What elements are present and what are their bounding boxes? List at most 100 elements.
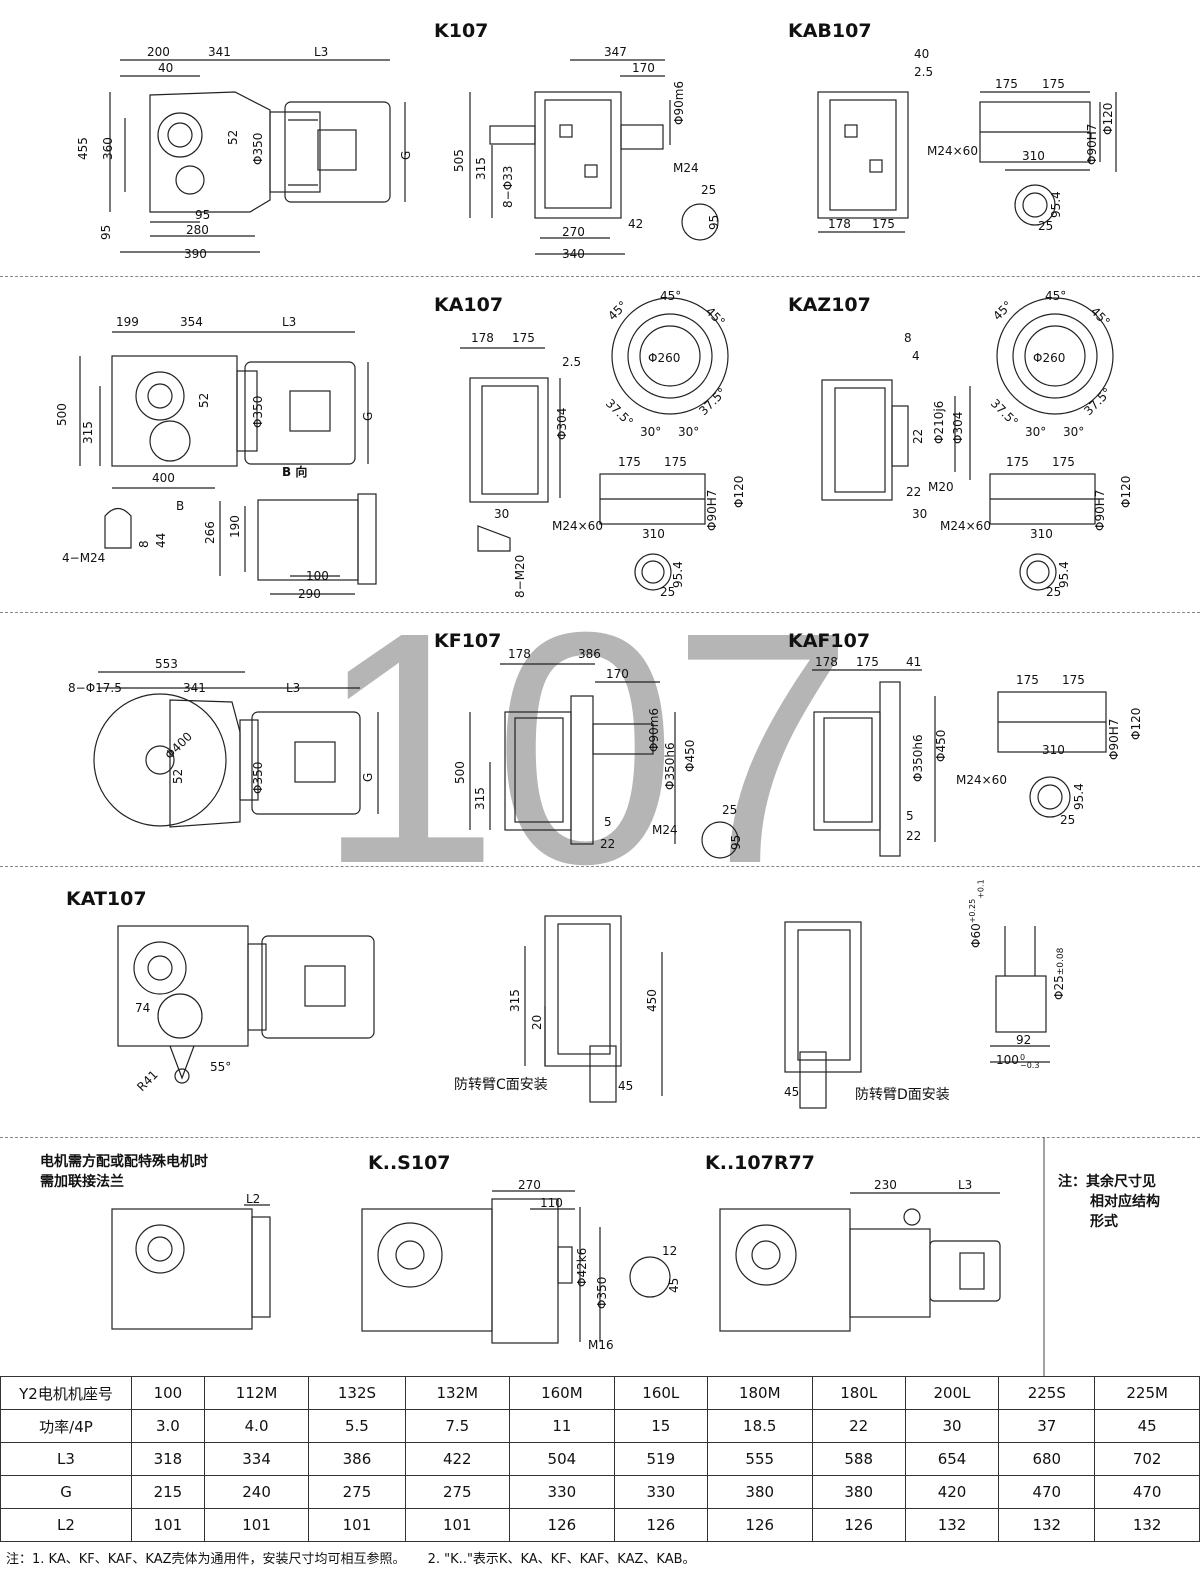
svg-text:45°: 45°	[1045, 289, 1066, 303]
svg-text:L3: L3	[286, 681, 300, 695]
svg-text:553: 553	[155, 657, 178, 671]
svg-text:G: G	[361, 412, 375, 421]
svg-text:92: 92	[1016, 1033, 1031, 1047]
svg-text:22: 22	[600, 837, 615, 851]
table-cell: 519	[613, 1442, 708, 1476]
svg-text:170: 170	[606, 667, 629, 681]
table-cell: 702	[1094, 1442, 1200, 1476]
svg-text:45°: 45°	[605, 298, 630, 323]
svg-text:341: 341	[208, 45, 231, 59]
svg-text:Φ304: Φ304	[951, 412, 965, 444]
svg-text:95: 95	[99, 225, 113, 240]
svg-text:22: 22	[906, 829, 921, 843]
ka107-housing	[469, 377, 549, 503]
footnote-2: 2. "K.."表示K、KA、KF、KAF、KAZ、KAB。	[427, 1552, 696, 1567]
kaz107-title: KAZ107	[788, 294, 871, 316]
svg-text:74: 74	[135, 1001, 150, 1015]
svg-text:347: 347	[604, 45, 627, 59]
table-cell: 45	[1094, 1409, 1200, 1443]
svg-text:Φ350h6: Φ350h6	[911, 734, 925, 782]
svg-text:L3: L3	[314, 45, 328, 59]
k-row2-b-view	[257, 499, 359, 581]
svg-text:200: 200	[147, 45, 170, 59]
svg-text:B 向: B 向	[282, 464, 307, 479]
svg-text:340: 340	[562, 247, 585, 261]
table-cell: 18.5	[706, 1409, 813, 1443]
table-cell: 330	[613, 1475, 708, 1509]
svg-text:178: 178	[828, 217, 851, 231]
svg-text:290: 290	[298, 587, 321, 601]
svg-text:Φ304: Φ304	[555, 408, 569, 440]
svg-text:455: 455	[76, 137, 90, 160]
table-cell: 101	[131, 1508, 205, 1542]
ks107-title: K..S107	[368, 1152, 451, 1174]
svg-text:95: 95	[195, 208, 210, 222]
svg-text:175: 175	[1006, 455, 1029, 469]
svg-text:315: 315	[474, 157, 488, 180]
svg-text:Φ42k6: Φ42k6	[575, 1248, 589, 1287]
svg-text:175: 175	[1062, 673, 1085, 687]
table-cell: 15	[613, 1409, 708, 1443]
svg-text:42: 42	[628, 217, 643, 231]
bushing	[995, 975, 1047, 1033]
table-cell: 5.5	[308, 1409, 406, 1443]
svg-text:2.5: 2.5	[914, 65, 933, 79]
svg-text:45: 45	[618, 1079, 633, 1093]
svg-text:Φ120: Φ120	[1101, 103, 1115, 135]
svg-text:L3: L3	[958, 1178, 972, 1192]
svg-text:Φ260: Φ260	[1033, 351, 1065, 365]
k107-side-housing	[534, 91, 622, 219]
k-row3-flange	[93, 693, 227, 827]
table-cell: 101	[404, 1508, 511, 1542]
svg-text:45°: 45°	[703, 304, 728, 329]
svg-text:22: 22	[906, 485, 921, 499]
k107-title: K107	[434, 20, 489, 42]
svg-text:175: 175	[618, 455, 641, 469]
svg-text:40: 40	[914, 47, 929, 61]
side-note-line3: 形式	[1090, 1214, 1118, 1230]
svg-text:230: 230	[874, 1178, 897, 1192]
svg-text:Φ90H7: Φ90H7	[1107, 719, 1121, 760]
svg-text:30°: 30°	[640, 425, 661, 439]
svg-text:52: 52	[171, 769, 185, 784]
footnote-1: 注：1. KA、KF、KAF、KAZ壳体为通用件，安装尺寸均可相互参照。	[6, 1552, 406, 1567]
svg-text:52: 52	[226, 130, 240, 145]
svg-text:52: 52	[197, 393, 211, 408]
table-row: Y2电机机座号 100 112M 132S 132M 160M 160L 180…	[0, 1376, 1200, 1410]
table-cell: 132S	[308, 1376, 406, 1410]
svg-text:266: 266	[203, 521, 217, 544]
svg-text:400: 400	[152, 471, 175, 485]
table-cell: 225M	[1094, 1376, 1200, 1410]
svg-text:M20: M20	[928, 480, 954, 494]
caption-d-face: 防转臂D面安装	[855, 1087, 950, 1103]
svg-text:Φ90H7: Φ90H7	[1085, 124, 1099, 165]
svg-text:M24×60: M24×60	[956, 773, 1007, 787]
svg-text:M24×60: M24×60	[940, 519, 991, 533]
torque-arm-d	[799, 1051, 827, 1109]
bolt-detail	[104, 507, 132, 549]
svg-text:4−M24: 4−M24	[62, 551, 105, 565]
svg-text:L3: L3	[282, 315, 296, 329]
svg-text:5: 5	[906, 809, 914, 823]
table-cell: 215	[131, 1475, 205, 1509]
table-cell: 420	[904, 1475, 1000, 1509]
svg-text:30: 30	[494, 507, 509, 521]
table-cell: 380	[811, 1475, 906, 1509]
motor-note-line1: 电机需方配或配特殊电机时	[40, 1154, 208, 1170]
svg-text:500: 500	[453, 761, 467, 784]
ka107-flange	[611, 297, 729, 415]
svg-text:R41: R41	[134, 1068, 161, 1095]
table-cell: 132	[998, 1508, 1096, 1542]
svg-text:95.4: 95.4	[1049, 191, 1063, 218]
svg-text:8: 8	[904, 331, 912, 345]
kat107-housing	[117, 925, 249, 1047]
l2-label: L2	[246, 1192, 260, 1206]
kr77-title: K..107R77	[705, 1152, 815, 1174]
svg-text:M24×60: M24×60	[552, 519, 603, 533]
svg-text:37.5°: 37.5°	[696, 385, 729, 418]
svg-text:M24: M24	[673, 161, 699, 175]
table-cell: 200L	[904, 1376, 1000, 1410]
svg-text:37.5°: 37.5°	[988, 396, 1021, 429]
